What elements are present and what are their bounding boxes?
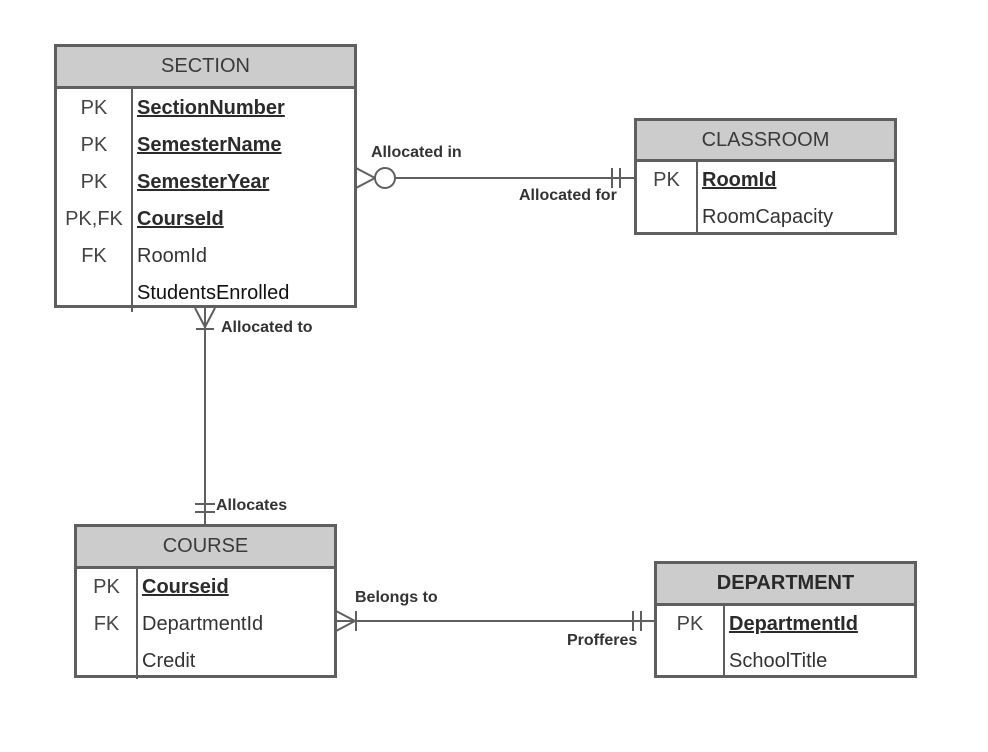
attribute-semester-year: SemesterYear <box>137 171 270 193</box>
label-allocated-for: Allocated for <box>519 187 617 204</box>
column-divider <box>136 569 138 679</box>
column-divider <box>723 606 725 678</box>
key-label: PK,FK <box>65 208 123 230</box>
column-divider <box>131 89 133 312</box>
attribute-school-title: SchoolTitle <box>729 650 828 672</box>
key-label: PK <box>653 169 680 191</box>
entity-title: CLASSROOM <box>637 121 894 162</box>
attribute-course-id: CourseId <box>137 208 224 230</box>
entity-title: SECTION <box>57 47 354 89</box>
attribute-courseid: Courseid <box>142 576 229 598</box>
entity-department[interactable]: DEPARTMENT PK DepartmentId SchoolTitle <box>654 561 917 678</box>
label-allocated-to: Allocated to <box>221 319 313 336</box>
key-label: PK <box>80 171 108 193</box>
entity-title: COURSE <box>77 527 334 569</box>
key-label: PK <box>93 576 120 598</box>
section-classroom-connector <box>355 167 634 189</box>
entity-section[interactable]: SECTION PK SectionNumber PK SemesterName P… <box>54 44 357 312</box>
attribute-room-id: RoomId <box>137 245 208 267</box>
key-label: FK <box>93 613 120 635</box>
attribute-department-id: DepartmentId <box>142 613 264 635</box>
course-department-connector <box>335 610 654 632</box>
label-belongs-to: Belongs to <box>355 589 438 606</box>
column-divider <box>696 162 698 235</box>
key-label: PK <box>80 134 108 156</box>
attribute-students-enrolled: StudentsEnrolled <box>137 282 290 304</box>
attribute-credit: Credit <box>142 650 196 672</box>
attribute-department-id: DepartmentId <box>729 613 858 635</box>
entity-classroom[interactable]: CLASSROOM PK RoomId RoomCapacity <box>634 118 897 235</box>
attribute-section-number: SectionNumber <box>137 97 285 119</box>
attribute-semester-name: SemesterName <box>137 134 282 156</box>
label-allocates: Allocates <box>216 497 288 514</box>
attribute-room-capacity: RoomCapacity <box>702 206 834 228</box>
attribute-room-id: RoomId <box>702 169 777 191</box>
label-allocated-in: Allocated in <box>371 144 462 161</box>
entity-title: DEPARTMENT <box>657 564 914 606</box>
key-label: PK <box>80 97 108 119</box>
section-course-connector <box>194 307 216 524</box>
entity-course[interactable]: COURSE PK Courseid FK DepartmentId Credit <box>74 524 337 679</box>
key-label: FK <box>81 245 107 267</box>
label-profferes: Profferes <box>567 632 638 649</box>
key-label: PK <box>676 613 704 635</box>
